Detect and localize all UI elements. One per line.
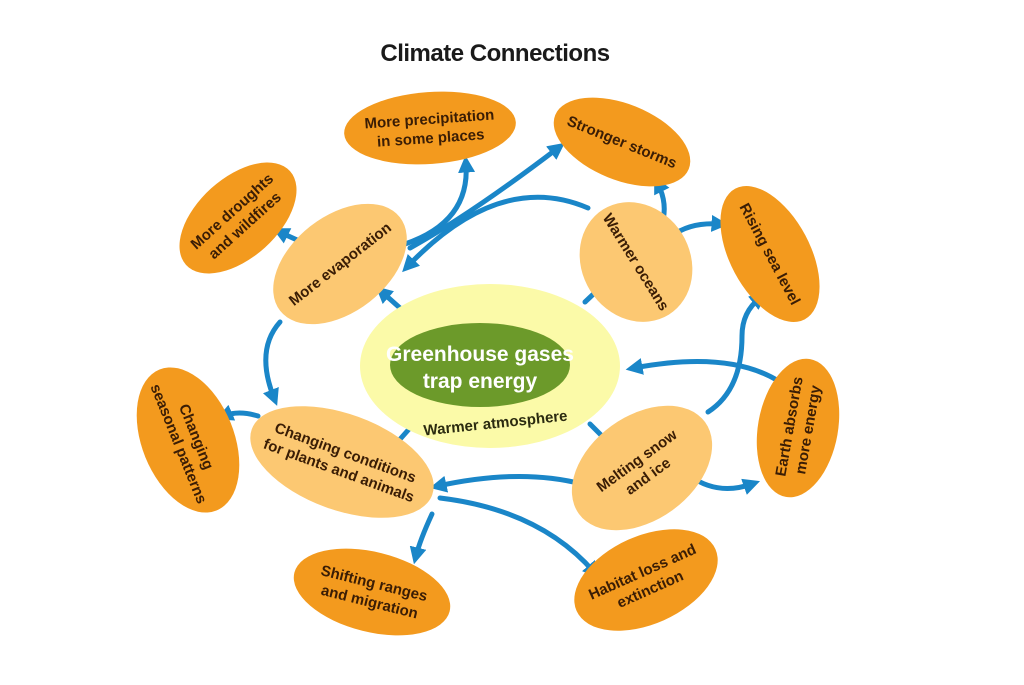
arrow-conditions-habitat (437, 495, 600, 579)
greenhouse-core (390, 323, 570, 407)
arrow-to-evaporation (375, 286, 403, 311)
center-line-2: trap energy (423, 370, 538, 393)
diagram-title: Climate Connections (380, 40, 610, 67)
node-more-droughts: More droughts and wildfires (179, 162, 297, 274)
node-more-evaporation: More evaporation (273, 203, 407, 325)
node-warmer-oceans: Warmer oceans (579, 202, 693, 322)
arrow-evap-storms (407, 142, 565, 251)
arrow-conditions-seasonal (216, 404, 261, 421)
arrow-snow-conditions (429, 473, 585, 493)
node-rising-sea-level: Rising sea level (720, 186, 820, 322)
node-stronger-storms: Stronger storms (553, 97, 691, 187)
arrow-evap-conditions (262, 319, 283, 406)
node-melting-snow: Melting snow and ice (571, 405, 713, 531)
arrow-snow-sea (705, 292, 767, 415)
node-shifting-ranges: Shifting ranges and migration (293, 548, 451, 636)
arrow-evap-precip (402, 155, 476, 247)
arrow-conditions-ranges (409, 511, 435, 565)
node-seasonal-patterns: Changing seasonal patterns (136, 367, 240, 513)
node-habitat-loss: Habitat loss and extinction (574, 529, 718, 631)
center-line-1: Greenhouse gases (386, 343, 574, 366)
node-earth-absorbs: Earth absorbs more energy (756, 358, 840, 498)
node-more-precipitation: More precipitation in some places (344, 91, 516, 165)
arrow-earth-center (625, 358, 783, 385)
arrow-oceans-evap (402, 194, 591, 273)
